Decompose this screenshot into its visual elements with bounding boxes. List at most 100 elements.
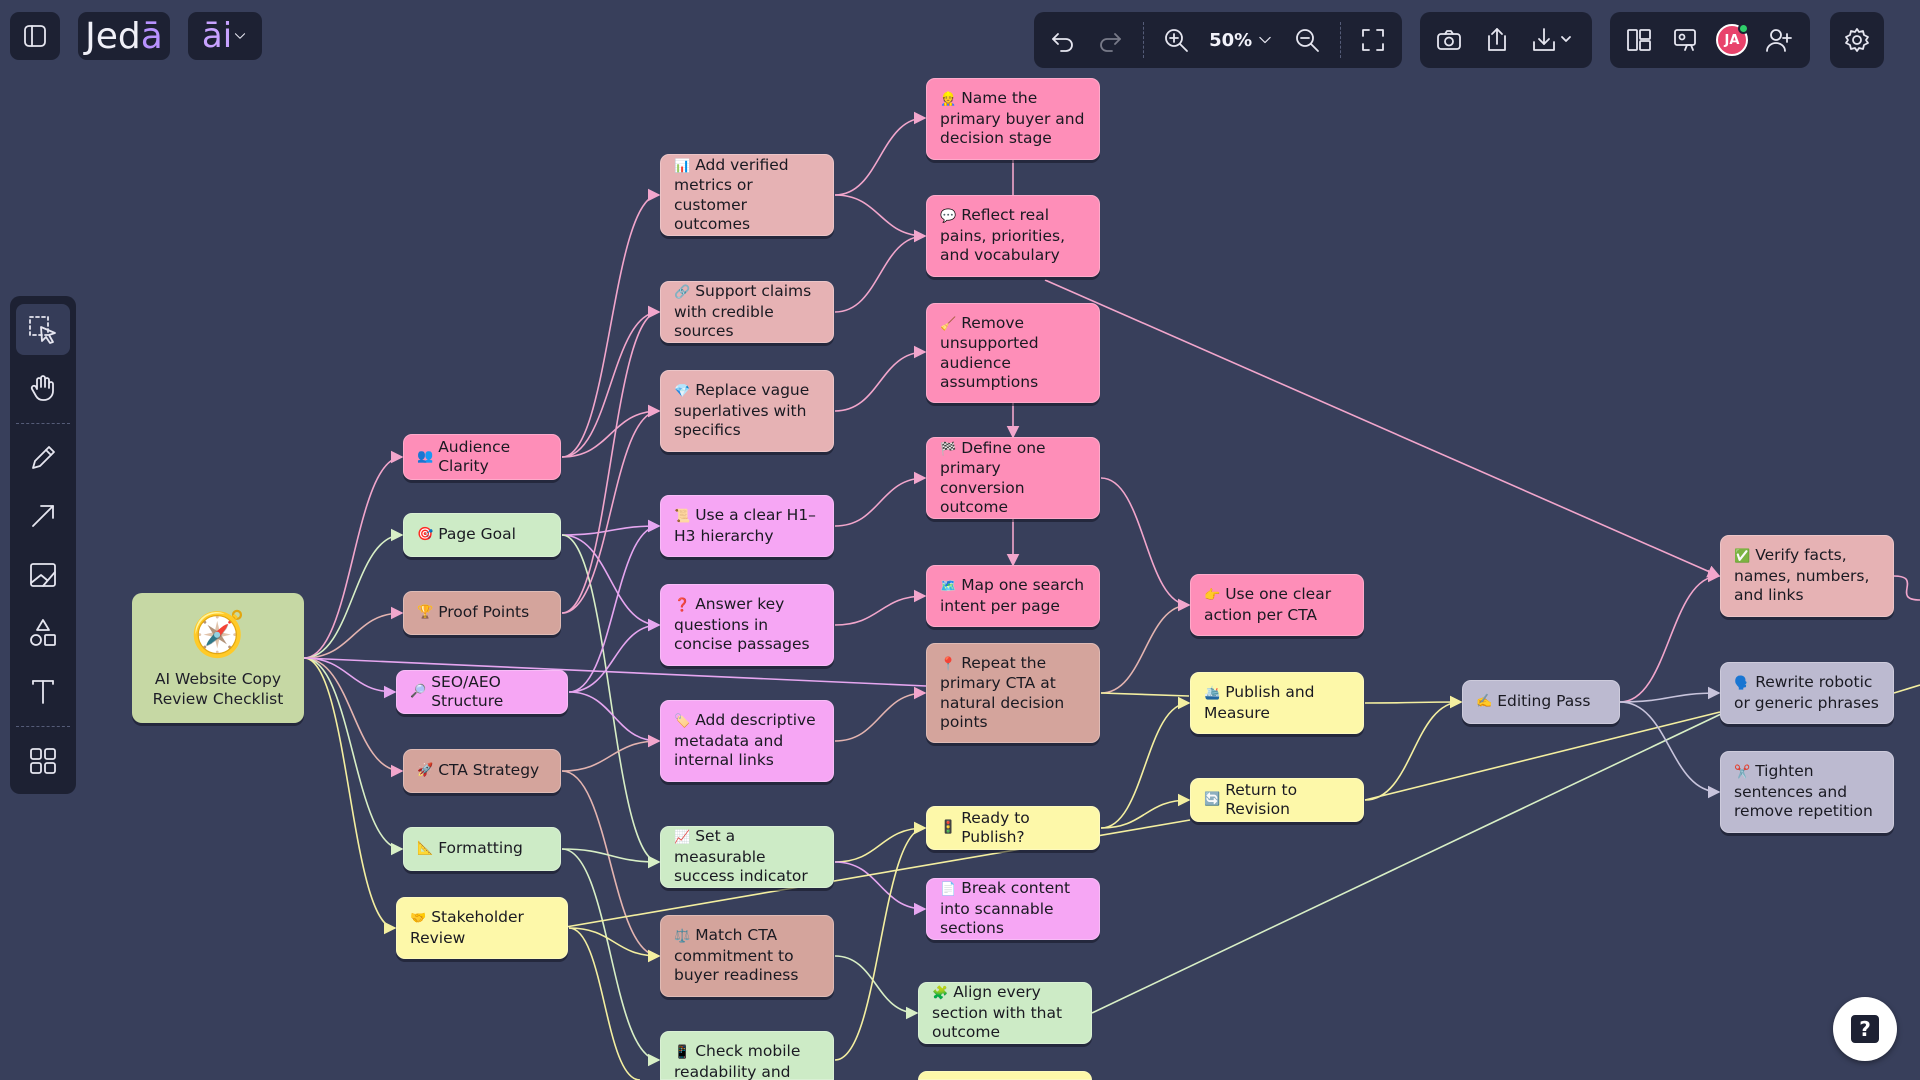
rail-divider [16, 422, 70, 424]
zoom-out-icon[interactable] [1292, 25, 1321, 55]
text-tool[interactable] [16, 666, 70, 717]
question-icon: ❓ [674, 598, 691, 614]
page-icon: 📄 [940, 882, 957, 898]
node-align-every-section[interactable]: 🧩Align every section with that outcome [918, 982, 1092, 1044]
node-label: Verify facts, names, numbers, and links [1734, 546, 1870, 605]
node-support-claims[interactable]: 🔗Support claims with credible sources [660, 281, 834, 343]
toolbar-divider [1339, 22, 1341, 58]
help-button[interactable]: ? [1833, 997, 1897, 1061]
undo-icon[interactable] [1048, 25, 1077, 55]
node-clear-heading-hierarchy[interactable]: 📜Use a clear H1–H3 hierarchy [660, 495, 834, 557]
node-answer-key-questions[interactable]: ❓Answer key questions in concise passage… [660, 584, 834, 666]
connector-edge [303, 657, 927, 687]
download-menu-button[interactable] [1530, 25, 1574, 55]
node-stakeholder-review[interactable]: 🤝Stakeholder Review [396, 897, 568, 959]
node-name-primary-buyer[interactable]: 👷Name the primary buyer and decision sta… [926, 78, 1100, 160]
shapes-tool[interactable] [16, 607, 70, 658]
connector-edge [834, 471, 927, 527]
target-icon: 🎯 [417, 527, 434, 543]
node-check-mobile-readability[interactable]: 📱Check mobile readability and [660, 1031, 834, 1080]
node-add-verified-metrics[interactable]: 📊Add verified metrics or customer outcom… [660, 154, 834, 236]
node-editing-pass[interactable]: ✍️Editing Pass [1462, 680, 1620, 724]
node-one-action-per-cta[interactable]: 👉Use one clear action per CTA [1190, 574, 1364, 636]
root-node[interactable]: 🧭 AI Website Copy Review Checklist [132, 593, 304, 723]
connector-edge [561, 404, 661, 614]
layout-panels-icon[interactable] [1624, 25, 1654, 55]
node-define-conversion-outcome[interactable]: 🏁Define one primary conversion outcome [926, 437, 1100, 519]
node-measurable-success-indicator[interactable]: 📈Set a measurable success indicator [660, 826, 834, 888]
connector-edge [561, 848, 661, 1067]
connector-edge [834, 345, 927, 412]
node-rewrite-robotic-phrases[interactable]: 🗣️Rewrite robotic or generic phrases [1720, 662, 1894, 724]
add-user-icon[interactable] [1764, 25, 1794, 55]
node-break-content-sections[interactable]: 📄Break content into scannable sections [926, 878, 1100, 940]
sidebar-toggle-button[interactable] [10, 12, 60, 60]
node-ready-to-publish[interactable]: 🚦Ready to Publish? [926, 806, 1100, 850]
connector-edge [834, 589, 927, 626]
presentation-icon[interactable] [1670, 25, 1700, 55]
connector-edge [561, 404, 661, 458]
upload-icon[interactable] [1482, 25, 1512, 55]
connector-edge [834, 821, 927, 863]
zoom-in-icon[interactable] [1162, 25, 1191, 55]
node-proof-points[interactable]: 🏆Proof Points [403, 591, 561, 635]
node-remove-unsupported-assumptions[interactable]: 🧹Remove unsupported audience assumptions [926, 303, 1100, 403]
jeda-logo[interactable]: Jedā [78, 12, 170, 60]
connector-edge [303, 657, 397, 935]
node-match-cta-commitment[interactable]: ⚖️Match CTA commitment to buyer readines… [660, 915, 834, 997]
connector-edge [568, 618, 661, 693]
user-avatar[interactable]: JA [1716, 23, 1749, 56]
checkered-flag-icon: 🏁 [940, 441, 957, 457]
settings-button[interactable] [1830, 12, 1884, 68]
zoom-level-dropdown[interactable]: 50% [1209, 25, 1274, 55]
node-label: Return to Revision [1225, 780, 1298, 819]
connector-edge [834, 111, 927, 196]
node-label: Answer key questions in concise passages [674, 595, 810, 654]
node-label: Check mobile readability and [674, 1042, 801, 1080]
connector-edge [561, 534, 661, 632]
redo-icon[interactable] [1095, 25, 1124, 55]
text-icon [32, 680, 54, 705]
image-tool[interactable] [16, 549, 70, 600]
node-map-search-intent[interactable]: 🗺️Map one search intent per page [926, 565, 1100, 627]
node-label: Tighten sentences and remove repetition [1734, 762, 1873, 821]
node-verify-facts[interactable]: ✅Verify facts, names, numbers, and links [1720, 535, 1894, 617]
connector-edge [834, 194, 927, 243]
camera-icon[interactable] [1434, 25, 1464, 55]
node-label: Formatting [438, 839, 523, 858]
node-label: Name the primary buyer and decision stag… [940, 89, 1085, 148]
handshake-icon: 🤝 [410, 911, 427, 926]
node-return-to-revision[interactable]: 🔄Return to Revision [1190, 778, 1364, 822]
ai-menu-button[interactable]: āi [188, 12, 262, 60]
arrow-tool[interactable] [16, 491, 70, 542]
connector-edge [303, 606, 404, 659]
node-tighten-sentences[interactable]: ✂️Tighten sentences and remove repetitio… [1720, 751, 1894, 833]
node-publish-and-measure[interactable]: 🛳️Publish and Measure [1190, 672, 1364, 734]
node-descriptive-metadata[interactable]: 🏷️Add descriptive metadata and internal … [660, 700, 834, 782]
logo-accent: ā [140, 15, 163, 57]
pen-tool[interactable] [16, 433, 70, 484]
hand-tool[interactable] [16, 362, 70, 413]
fit-to-screen-icon[interactable] [1359, 25, 1388, 55]
node-cta-strategy[interactable]: 🚀CTA Strategy [403, 749, 561, 793]
connector-edge [834, 861, 927, 916]
node-repeat-primary-cta[interactable]: 📍Repeat the primary CTA at natural decis… [926, 643, 1100, 743]
select-tool[interactable] [16, 304, 70, 356]
scroll-icon: 📜 [674, 509, 691, 524]
speech-bubble-icon: 💬 [940, 209, 957, 225]
node-seo-aeo-structure[interactable]: 🔎SEO/AEO Structure [396, 670, 568, 714]
templates-tool[interactable] [16, 736, 70, 787]
broom-icon: 🧹 [940, 316, 957, 332]
node-label: Remove unsupported audience assumptions [940, 313, 1039, 392]
node-reflect-real-pains[interactable]: 💬Reflect real pains, priorities, and voc… [926, 195, 1100, 277]
connector-edge [561, 519, 661, 536]
node-page-goal[interactable]: 🎯Page Goal [403, 513, 561, 557]
node-replace-vague-superlatives[interactable]: 💎Replace vague superlatives with specifi… [660, 370, 834, 452]
node-formatting[interactable]: 📐Formatting [403, 827, 561, 871]
node-label: Add verified metrics or customer outcome… [674, 155, 789, 234]
node-offscreen-partial[interactable] [918, 1071, 1092, 1080]
node-audience-clarity[interactable]: 👥Audience Clarity [403, 434, 561, 480]
link-icon: 🔗 [674, 285, 691, 301]
